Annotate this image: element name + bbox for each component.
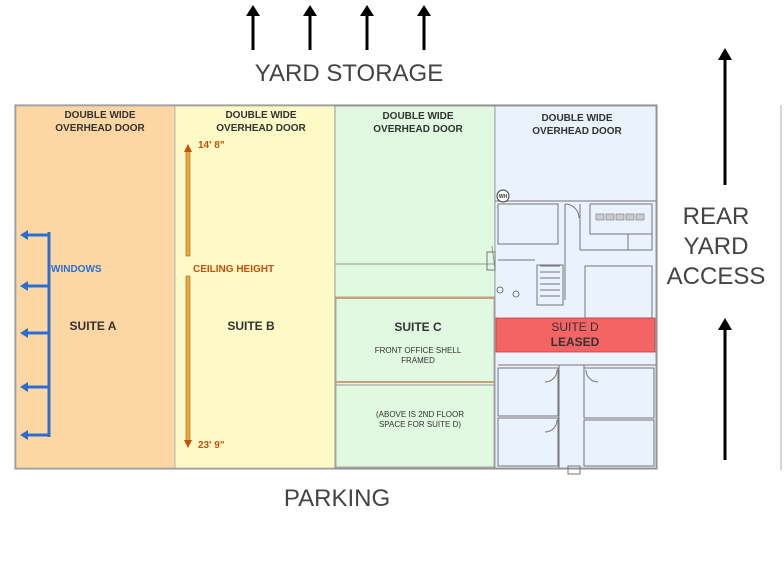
rear-yard-label-line3: ACCESS — [667, 263, 766, 290]
sink-icon — [512, 290, 520, 298]
water-heater-icon — [496, 189, 510, 203]
suite-c-name: SUITE C — [394, 320, 442, 334]
ceiling-height-bottom: 23' 9" — [198, 440, 225, 451]
arrow-up-icon — [718, 48, 732, 60]
ceiling-height-markers — [184, 144, 192, 448]
arrow-up-icon — [184, 144, 192, 152]
suite-d-status: LEASED — [551, 335, 600, 349]
arrow-up-icon — [360, 5, 374, 16]
suite-c-area — [334, 105, 496, 469]
door-label-a-line1: DOUBLE WIDE — [64, 110, 135, 121]
suite-c-note-line3: (ABOVE IS 2ND FLOOR — [376, 410, 464, 419]
suite-d-name: SUITE D — [551, 320, 599, 334]
door-labels: DOUBLE WIDE OVERHEAD DOOR DOUBLE WIDE OV… — [55, 110, 622, 137]
suite-c-note-line1: FRONT OFFICE SHELL — [375, 346, 462, 355]
arrow-up-icon — [303, 5, 317, 16]
ceiling-height-label: CEILING HEIGHT — [193, 264, 274, 275]
suite-b-name: SUITE B — [227, 319, 275, 333]
arrow-left-icon — [20, 430, 28, 440]
rear-yard-arrows — [718, 48, 732, 460]
arrow-left-icon — [20, 230, 28, 240]
suite-c-walls — [335, 245, 496, 468]
door-label-b-line2: OVERHEAD DOOR — [216, 123, 306, 134]
kitchen-cabinets — [595, 213, 645, 221]
ceiling-height-top: 14' 8" — [198, 140, 225, 151]
suite-a-name: SUITE A — [70, 319, 117, 333]
windows-label: WINDOWS — [51, 264, 102, 275]
suite-d-area — [494, 105, 657, 469]
door-label-c-line1: DOUBLE WIDE — [382, 111, 453, 122]
yard-storage-arrows — [246, 5, 431, 50]
windows-markers — [20, 230, 51, 440]
door-label-d-line1: DOUBLE WIDE — [541, 113, 612, 124]
suite-d-walls — [486, 200, 656, 475]
water-heater-tag: WH — [499, 194, 508, 200]
arrow-up-icon — [246, 5, 260, 16]
arrow-down-icon — [184, 440, 192, 448]
suite-c-note-line4: SPACE FOR SUITE D) — [379, 420, 461, 429]
arrow-left-icon — [20, 328, 28, 338]
leased-banner — [495, 317, 656, 353]
yard-storage-label: YARD STORAGE — [255, 60, 443, 87]
rear-yard-label-line1: REAR — [683, 203, 750, 230]
arrow-up-icon — [718, 318, 732, 330]
arrow-left-icon — [20, 281, 28, 291]
door-label-b-line1: DOUBLE WIDE — [225, 110, 296, 121]
arrow-up-icon — [417, 5, 431, 16]
door-label-a-line2: OVERHEAD DOOR — [55, 123, 145, 134]
door-label-d-line2: OVERHEAD DOOR — [532, 126, 622, 137]
toilet-icon — [496, 286, 504, 294]
parking-label: PARKING — [284, 485, 390, 512]
door-label-c-line2: OVERHEAD DOOR — [373, 124, 463, 135]
rear-yard-label-line2: YARD — [684, 233, 749, 260]
suite-b-area — [174, 105, 336, 469]
arrow-left-icon — [20, 382, 28, 392]
suite-c-note-line2: FRAMED — [401, 356, 435, 365]
